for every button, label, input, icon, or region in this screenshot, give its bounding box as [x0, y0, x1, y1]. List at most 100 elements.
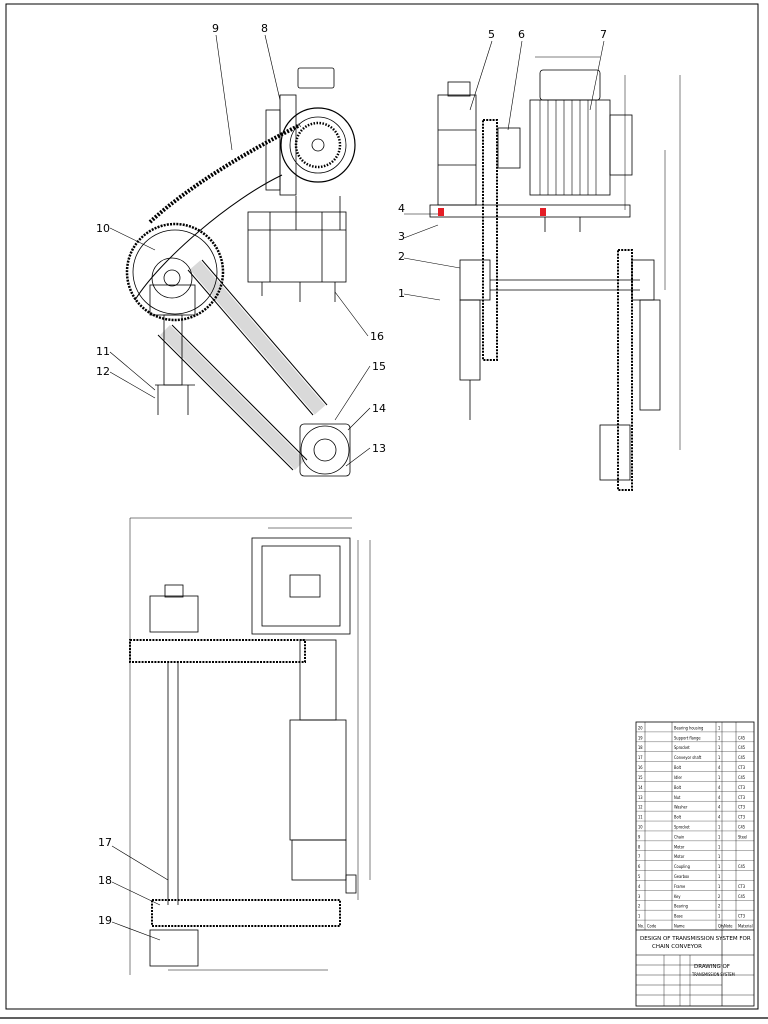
parts-table-cell: Motor: [674, 854, 685, 859]
parts-table-cell: 1: [718, 854, 720, 859]
callout-16: 16: [370, 330, 384, 343]
callout-8: 8: [261, 22, 268, 35]
parts-table-cell: CT3: [738, 815, 745, 820]
callout-1: 1: [398, 287, 405, 300]
parts-table-header-cell: Material: [738, 924, 753, 929]
parts-table-cell: 1: [718, 884, 720, 889]
parts-table-cell: 1: [718, 874, 720, 879]
view-front-gearbox: [429, 56, 681, 491]
callout-19: 19: [98, 914, 112, 927]
parts-table-cell: Sprocket: [674, 745, 690, 750]
parts-table-cell: Bolt: [674, 765, 682, 770]
view-side-motor-chain: [125, 67, 356, 477]
parts-table-cell: Key: [674, 894, 681, 899]
callouts-view1: 9 8 10 11 12 16 15 14 13: [96, 22, 386, 467]
callout-13: 13: [372, 442, 386, 455]
parts-table-cell: 2: [718, 894, 720, 899]
parts-table-cell: Coupling: [674, 864, 690, 869]
parts-table-cell: 5: [638, 874, 640, 879]
parts-table-cell: C45: [738, 894, 745, 899]
title-line1: DESIGN OF TRANSMISSION SYSTEM FOR: [640, 936, 751, 942]
parts-table-cell: 1: [718, 824, 720, 829]
callouts-view3: 17 18 19: [98, 836, 169, 941]
callout-18: 18: [98, 874, 112, 887]
parts-table-cell: 4: [718, 795, 721, 800]
parts-table-cell: 18: [638, 745, 643, 750]
parts-table-cell: 3: [638, 894, 640, 899]
parts-table-cell: Gearbox: [674, 874, 690, 879]
callout-4: 4: [398, 202, 405, 215]
parts-table-cell: CT3: [738, 914, 745, 919]
callout-3: 3: [398, 230, 405, 243]
parts-table-cell: 4: [718, 805, 721, 810]
callout-11: 11: [96, 345, 110, 358]
callouts-view2: 5 6 7 4 3 2 1: [398, 28, 607, 301]
parts-table-cell: 1: [718, 864, 720, 869]
parts-table-cell: 8: [638, 844, 641, 849]
parts-table-cell: Conveyor shaft: [674, 755, 702, 760]
parts-table-cell: Steel: [738, 834, 747, 839]
parts-table-cell: 6: [638, 864, 641, 869]
parts-table-cell: Sprocket: [674, 824, 690, 829]
parts-table-header-cell: Name: [674, 924, 685, 929]
parts-table-cell: 1: [718, 735, 720, 740]
parts-table-cell: 1: [718, 914, 720, 919]
parts-table-cell: CT3: [738, 795, 745, 800]
parts-table-cell: C45: [738, 864, 745, 869]
parts-table-cell: 14: [638, 785, 643, 790]
parts-table-cell: C45: [738, 755, 745, 760]
parts-table-cell: Nut: [674, 795, 681, 800]
parts-table-cell: 11: [638, 815, 643, 820]
parts-table-cell: CT3: [738, 785, 745, 790]
parts-table-cell: 17: [638, 755, 643, 760]
title-line2: CHAIN CONVEYOR: [652, 944, 702, 950]
callout-6: 6: [518, 28, 525, 41]
parts-table-cell: 1: [718, 844, 720, 849]
callout-14: 14: [372, 402, 386, 415]
drawing-name-line2: TRANSMISSION SYSTEM: [691, 972, 735, 977]
parts-table-header-cell: Code: [647, 924, 657, 929]
parts-table-cell: Bolt: [674, 785, 682, 790]
callout-5: 5: [488, 28, 495, 41]
highlight-marks: [438, 208, 546, 216]
parts-table-cell: 1: [718, 755, 720, 760]
callout-12: 12: [96, 365, 110, 378]
parts-table-cell: 1: [718, 745, 720, 750]
parts-table-cell: 4: [638, 884, 641, 889]
parts-table-cell: 10: [638, 824, 643, 829]
view-top: [129, 517, 371, 975]
parts-table-cell: 1: [718, 834, 720, 839]
parts-table-cell: C45: [738, 775, 745, 780]
parts-table-cell: Washer: [674, 805, 688, 810]
parts-table-cell: Bearing: [674, 904, 688, 909]
parts-table-cell: 2: [638, 904, 640, 909]
parts-table-cell: 15: [638, 775, 643, 780]
parts-table-cell: 4: [718, 785, 721, 790]
callout-17: 17: [98, 836, 112, 849]
parts-table-cell: Bolt: [674, 815, 682, 820]
parts-table-cell: 9: [638, 834, 641, 839]
callout-15: 15: [372, 360, 386, 373]
parts-table-cell: 4: [718, 765, 721, 770]
parts-table-cell: Motor: [674, 844, 685, 849]
parts-table-header-cell: Note: [724, 924, 733, 929]
parts-table-cell: 4: [718, 815, 721, 820]
parts-table-cell: CT3: [738, 884, 745, 889]
drawing-name-line1: DRAWING OF: [694, 964, 730, 970]
parts-table-cell: Frame: [674, 884, 686, 889]
parts-table-cell: C45: [738, 735, 745, 740]
parts-table-cell: Bearing housing: [674, 725, 703, 730]
parts-table-cell: 1: [718, 775, 720, 780]
callout-9: 9: [212, 22, 219, 35]
callout-10: 10: [96, 222, 110, 235]
parts-table-cell: Base: [674, 914, 684, 919]
parts-table-header-cell: Qty: [718, 924, 725, 929]
parts-table-cell: 20: [638, 725, 643, 730]
parts-table-cell: 16: [638, 765, 643, 770]
drawing-border: [5, 3, 759, 1010]
parts-table-cell: CT3: [738, 765, 745, 770]
parts-table-cell: 12: [638, 805, 643, 810]
parts-table-cell: CT3: [738, 805, 745, 810]
